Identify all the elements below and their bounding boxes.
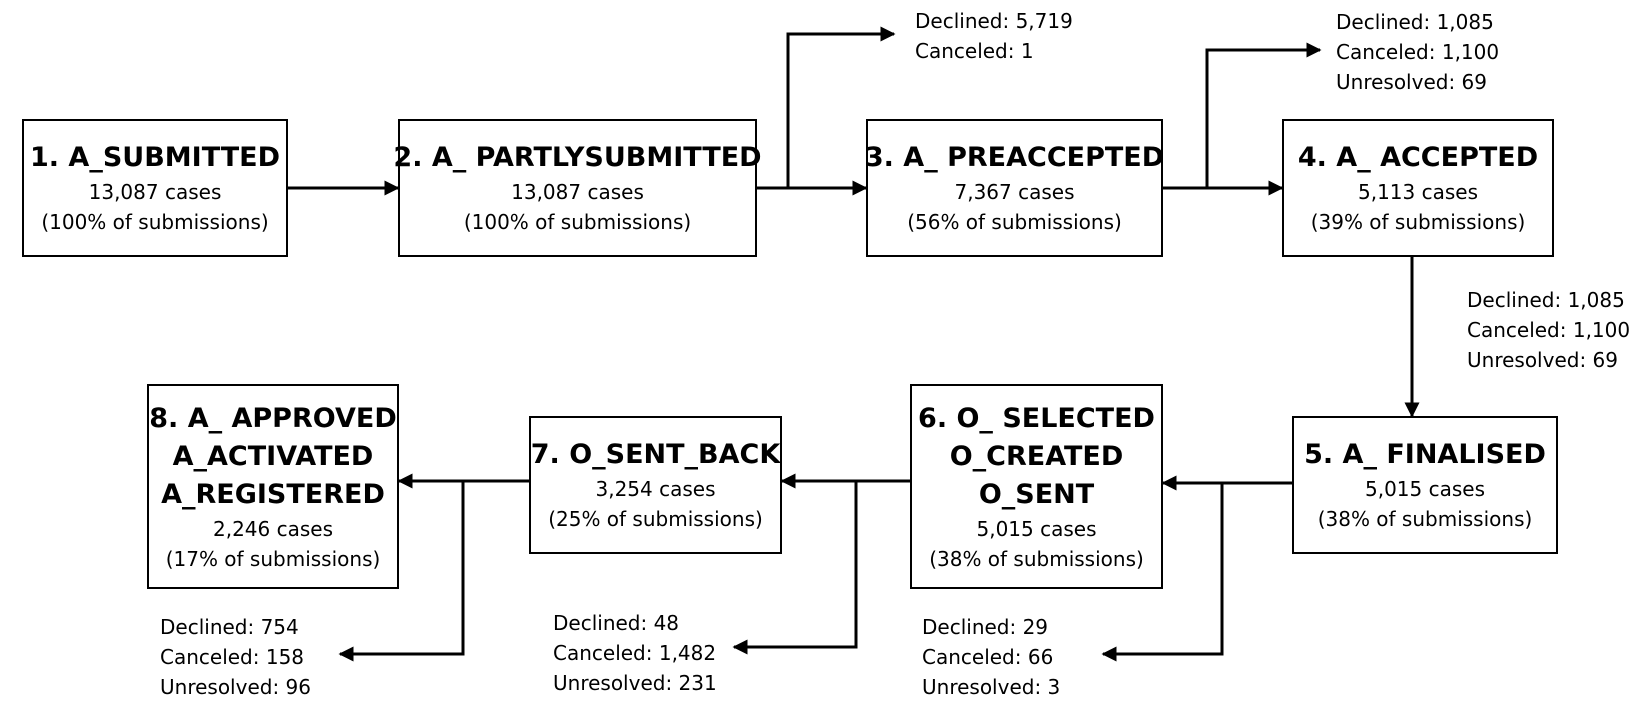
stage-title: 8. A_ APPROVED: [149, 402, 397, 434]
stage-share: (38% of submissions): [1317, 507, 1533, 531]
stage-case-count: 13,087 cases: [88, 180, 222, 204]
exit-arrow-after-s5: [1101, 483, 1224, 662]
exit-note-line: Canceled: 1,482: [553, 641, 717, 665]
exit-note-line: Declined: 1,085: [1336, 10, 1494, 34]
stage-title: 2. A_ PARTLYSUBMITTED: [393, 142, 762, 173]
stage-title: A_ACTIVATED: [172, 440, 374, 472]
exit-arrow-after-s3: [1205, 42, 1322, 188]
stage-share: (100% of submissions): [463, 210, 692, 234]
stage-title: A_REGISTERED: [161, 478, 385, 510]
stage-title: 5. A_ FINALISED: [1304, 439, 1546, 470]
exit-note-line: Unresolved: 69: [1467, 348, 1618, 372]
stage-box-2: 2. A_ PARTLYSUBMITTED 13,087 cases (100% o…: [393, 119, 762, 257]
exit-note-line: Unresolved: 3: [922, 675, 1061, 699]
exit-note-line: Declined: 5,719: [915, 9, 1073, 33]
stage-box-3: 3. A_ PREACCEPTED 7,367 cases (56% of subm…: [864, 119, 1165, 257]
exit-note-line: Declined: 29: [922, 615, 1049, 639]
stage-title: 3. A_ PREACCEPTED: [864, 142, 1165, 173]
stage-case-count: 3,254 cases: [595, 477, 716, 501]
exit-note-line: Unresolved: 231: [553, 671, 717, 695]
stage-share: (56% of submissions): [907, 210, 1122, 234]
stage-case-count: 7,367 cases: [954, 180, 1075, 204]
exit-note-line: Declined: 754: [160, 615, 299, 639]
stage-title: 7. O_SENT_BACK: [530, 439, 781, 470]
stage-share: (39% of submissions): [1310, 210, 1526, 234]
stage-share: (38% of submissions): [929, 546, 1144, 571]
stage-title: 6. O_ SELECTED: [918, 402, 1155, 434]
stage-share: (17% of submissions): [165, 546, 381, 571]
exit-note-line: Canceled: 66: [922, 645, 1054, 669]
exit-note-line: Declined: 48: [553, 611, 680, 635]
stage-title: O_CREATED: [949, 440, 1124, 472]
exit-note-line: Canceled: 1,100: [1336, 40, 1500, 64]
stage-title: 1. A_SUBMITTED: [29, 142, 280, 173]
stage-case-count: 5,015 cases: [1364, 477, 1485, 501]
stage-box-6: 6. O_ SELECTED O_CREATED O_SENT 5,015 cases…: [910, 384, 1163, 589]
exit-note-line: Canceled: 1: [915, 39, 1034, 63]
stage-share: (25% of submissions): [548, 507, 763, 531]
stage-box-1: 1. A_SUBMITTED 13,087 cases (100% of submi…: [22, 119, 288, 257]
exit-note-after-s5: Declined: 29 Canceled: 66 Unresolved: 3: [922, 612, 1060, 702]
exit-note-line: Declined: 1,085: [1467, 288, 1625, 312]
stage-share: (100% of submissions): [41, 210, 269, 234]
stage-box-5: 5. A_ FINALISED 5,015 cases (38% of submis…: [1292, 416, 1558, 554]
stage-box-4: 4. A_ ACCEPTED 5,113 cases (39% of submiss…: [1282, 119, 1554, 257]
exit-note-line: Canceled: 158: [160, 645, 305, 669]
stage-box-7: 7. O_SENT_BACK 3,254 cases (25% of submiss…: [529, 416, 782, 554]
stage-case-count: 13,087 cases: [511, 180, 644, 204]
stage-title: O_SENT: [978, 478, 1095, 510]
exit-arrow-after-s6: [732, 481, 858, 655]
exit-note-line: Canceled: 1,100: [1467, 318, 1631, 342]
exit-note-line: Unresolved: 96: [160, 675, 311, 699]
stage-case-count: 2,246 cases: [212, 516, 333, 541]
stage-title: 4. A_ ACCEPTED: [1297, 142, 1539, 173]
exit-arrow-after-s7: [338, 481, 465, 662]
stage-case-count: 5,015 cases: [976, 516, 1097, 541]
stage-box-8: 8. A_ APPROVED A_ACTIVATED A_REGISTERED 2,2…: [147, 384, 399, 589]
exit-note-line: Unresolved: 69: [1336, 70, 1487, 94]
exit-arrow-after-s2: [786, 26, 896, 188]
stage-case-count: 5,113 cases: [1357, 180, 1478, 204]
